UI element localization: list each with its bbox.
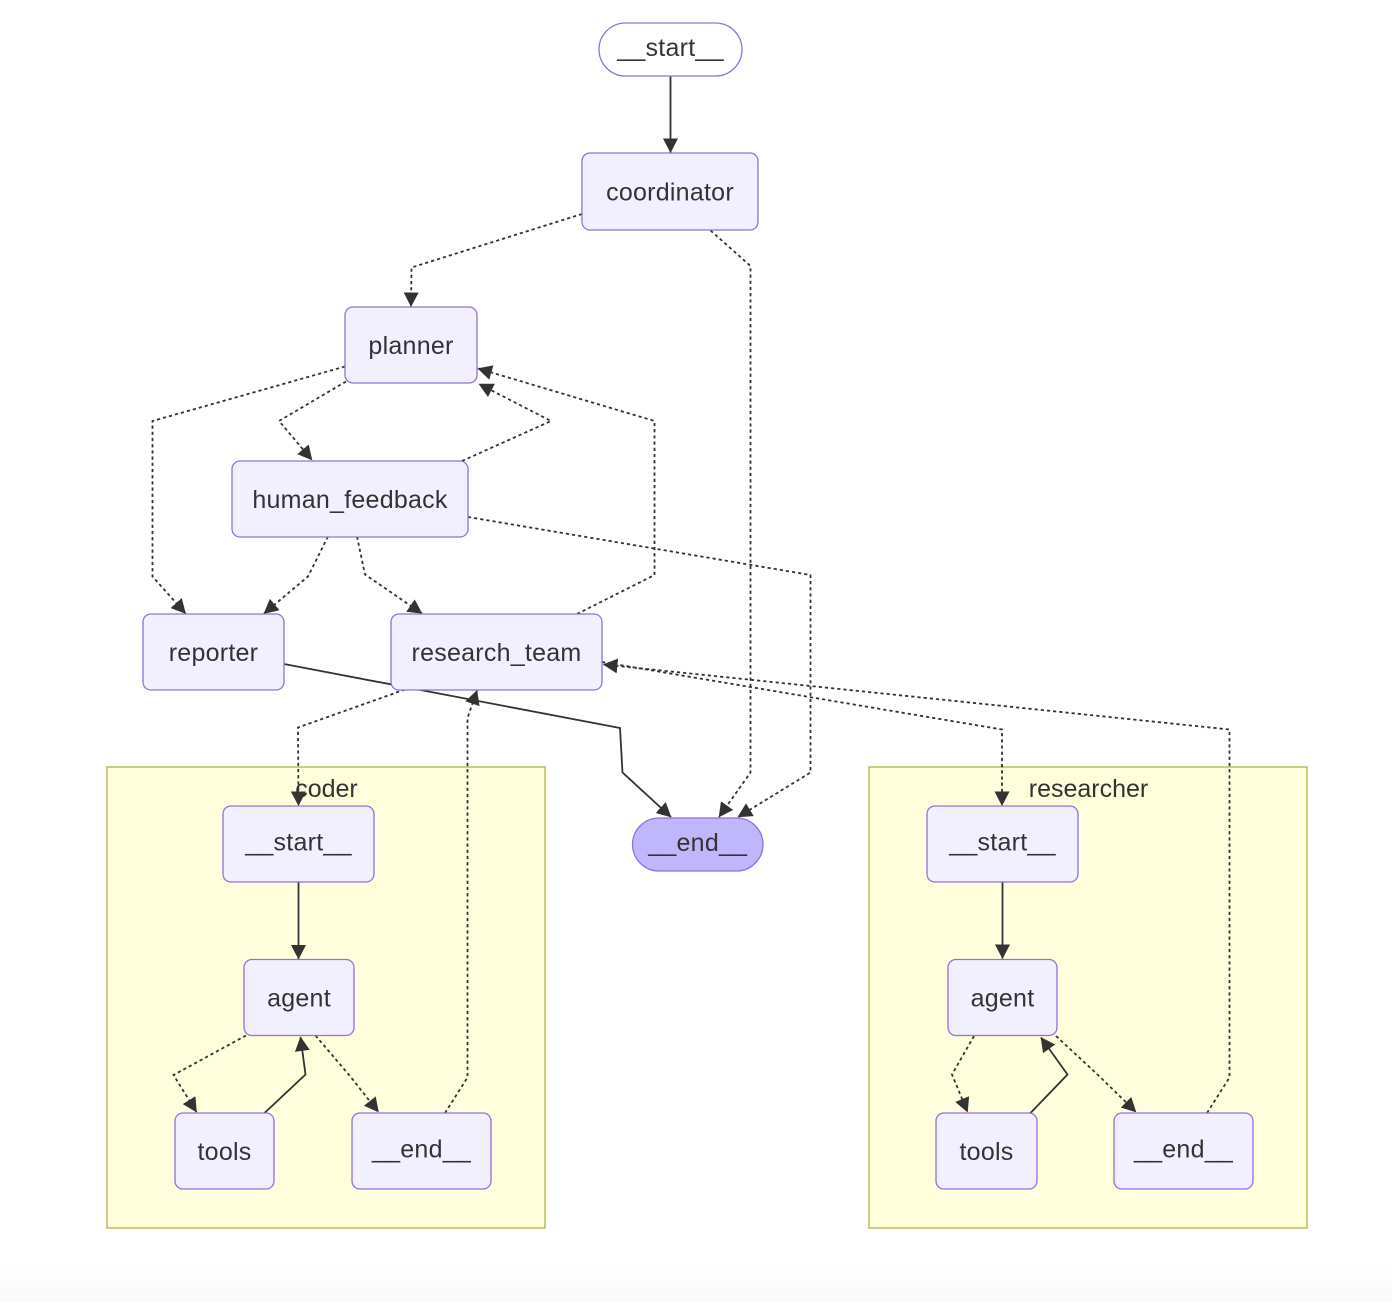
svg-text:planner: planner xyxy=(368,332,453,360)
svg-text:__start__: __start__ xyxy=(948,829,1056,857)
svg-text:__end__: __end__ xyxy=(1133,1136,1234,1164)
svg-text:__end__: __end__ xyxy=(371,1136,472,1164)
svg-text:__end__: __end__ xyxy=(647,829,748,857)
svg-text:human_feedback: human_feedback xyxy=(252,486,448,514)
svg-text:__start__: __start__ xyxy=(244,829,352,857)
svg-text:agent: agent xyxy=(971,985,1035,1013)
svg-text:reporter: reporter xyxy=(169,639,259,667)
svg-text:coordinator: coordinator xyxy=(606,179,734,207)
svg-text:__start__: __start__ xyxy=(616,34,724,62)
svg-text:researcher: researcher xyxy=(1029,775,1149,803)
svg-text:research_team: research_team xyxy=(412,639,582,667)
svg-text:agent: agent xyxy=(267,985,331,1013)
svg-text:coder: coder xyxy=(295,775,358,803)
svg-text:tools: tools xyxy=(959,1138,1013,1166)
svg-text:tools: tools xyxy=(197,1138,251,1166)
